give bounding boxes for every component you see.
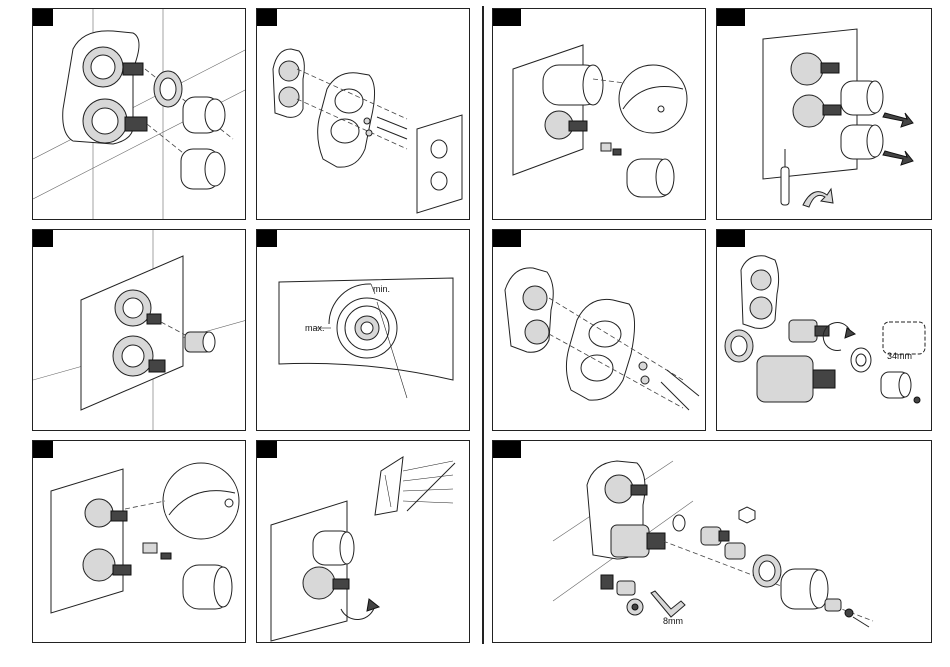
handle-lower — [627, 159, 674, 197]
valve-small — [701, 527, 729, 545]
panel-3 — [492, 8, 706, 220]
main-cartridge — [611, 525, 665, 557]
thermometer — [407, 463, 455, 511]
rotate-arrow — [803, 189, 833, 207]
panel-6-drawing — [257, 230, 470, 431]
panel-8: 34mm — [716, 229, 932, 431]
panel-10 — [256, 440, 470, 643]
cover-sleeve — [881, 372, 911, 398]
shower-head — [375, 457, 403, 515]
handle-upper — [841, 81, 883, 115]
panel-8-drawing — [717, 230, 932, 431]
max-label: max. — [305, 324, 325, 333]
o-ring-sleeve — [154, 71, 182, 107]
panel-4-drawing — [717, 9, 932, 220]
cover-sleeve-lower — [181, 149, 225, 189]
screws — [639, 362, 699, 410]
panel-3-drawing — [493, 9, 706, 220]
hex-sleeve-ghost — [883, 322, 925, 354]
water-spray — [403, 461, 453, 503]
cartridge-large — [757, 356, 835, 402]
panel-6: min. max. — [256, 229, 470, 431]
o-ring — [673, 515, 685, 531]
zoom-circle — [619, 65, 687, 133]
o-ring — [725, 330, 753, 362]
panel-5-drawing — [33, 230, 246, 431]
cover-plate — [417, 115, 462, 213]
panel-7-drawing — [493, 230, 706, 431]
panel-11-drawing — [493, 441, 932, 643]
panel-9 — [32, 440, 246, 643]
handle-upper — [543, 65, 603, 105]
panel-9-drawing — [33, 441, 246, 643]
pull-arrow-lower — [883, 151, 913, 165]
hex-key — [651, 591, 685, 617]
panel-10-drawing — [257, 441, 470, 643]
hex-nut-icon — [739, 507, 755, 523]
lower-parts — [601, 575, 643, 615]
handle-upper — [313, 531, 354, 565]
hex-size-label: 34mm — [887, 352, 912, 361]
cover-sleeve — [781, 569, 828, 609]
min-label: min. — [373, 285, 390, 294]
ring-sleeve — [753, 555, 781, 587]
end-parts — [825, 599, 869, 627]
panel-1 — [32, 8, 246, 220]
zoom-circle — [163, 463, 239, 539]
hex-key-size-label: 8mm — [663, 617, 683, 626]
panel-7 — [492, 229, 706, 431]
handle-lower — [841, 125, 883, 159]
panel-4 — [716, 8, 932, 220]
panel-1-drawing — [33, 9, 246, 220]
column-divider — [482, 6, 484, 644]
panel-5 — [32, 229, 246, 431]
nut — [851, 348, 871, 372]
panel-2 — [256, 8, 470, 220]
dial — [337, 298, 397, 358]
panel-11: 8mm — [492, 440, 932, 643]
panel-2-drawing — [257, 9, 470, 220]
cover-sleeve-upper — [183, 97, 225, 133]
adapter — [185, 332, 215, 352]
adapter — [725, 543, 745, 559]
handle — [183, 565, 232, 609]
pull-arrow-upper — [883, 113, 913, 127]
